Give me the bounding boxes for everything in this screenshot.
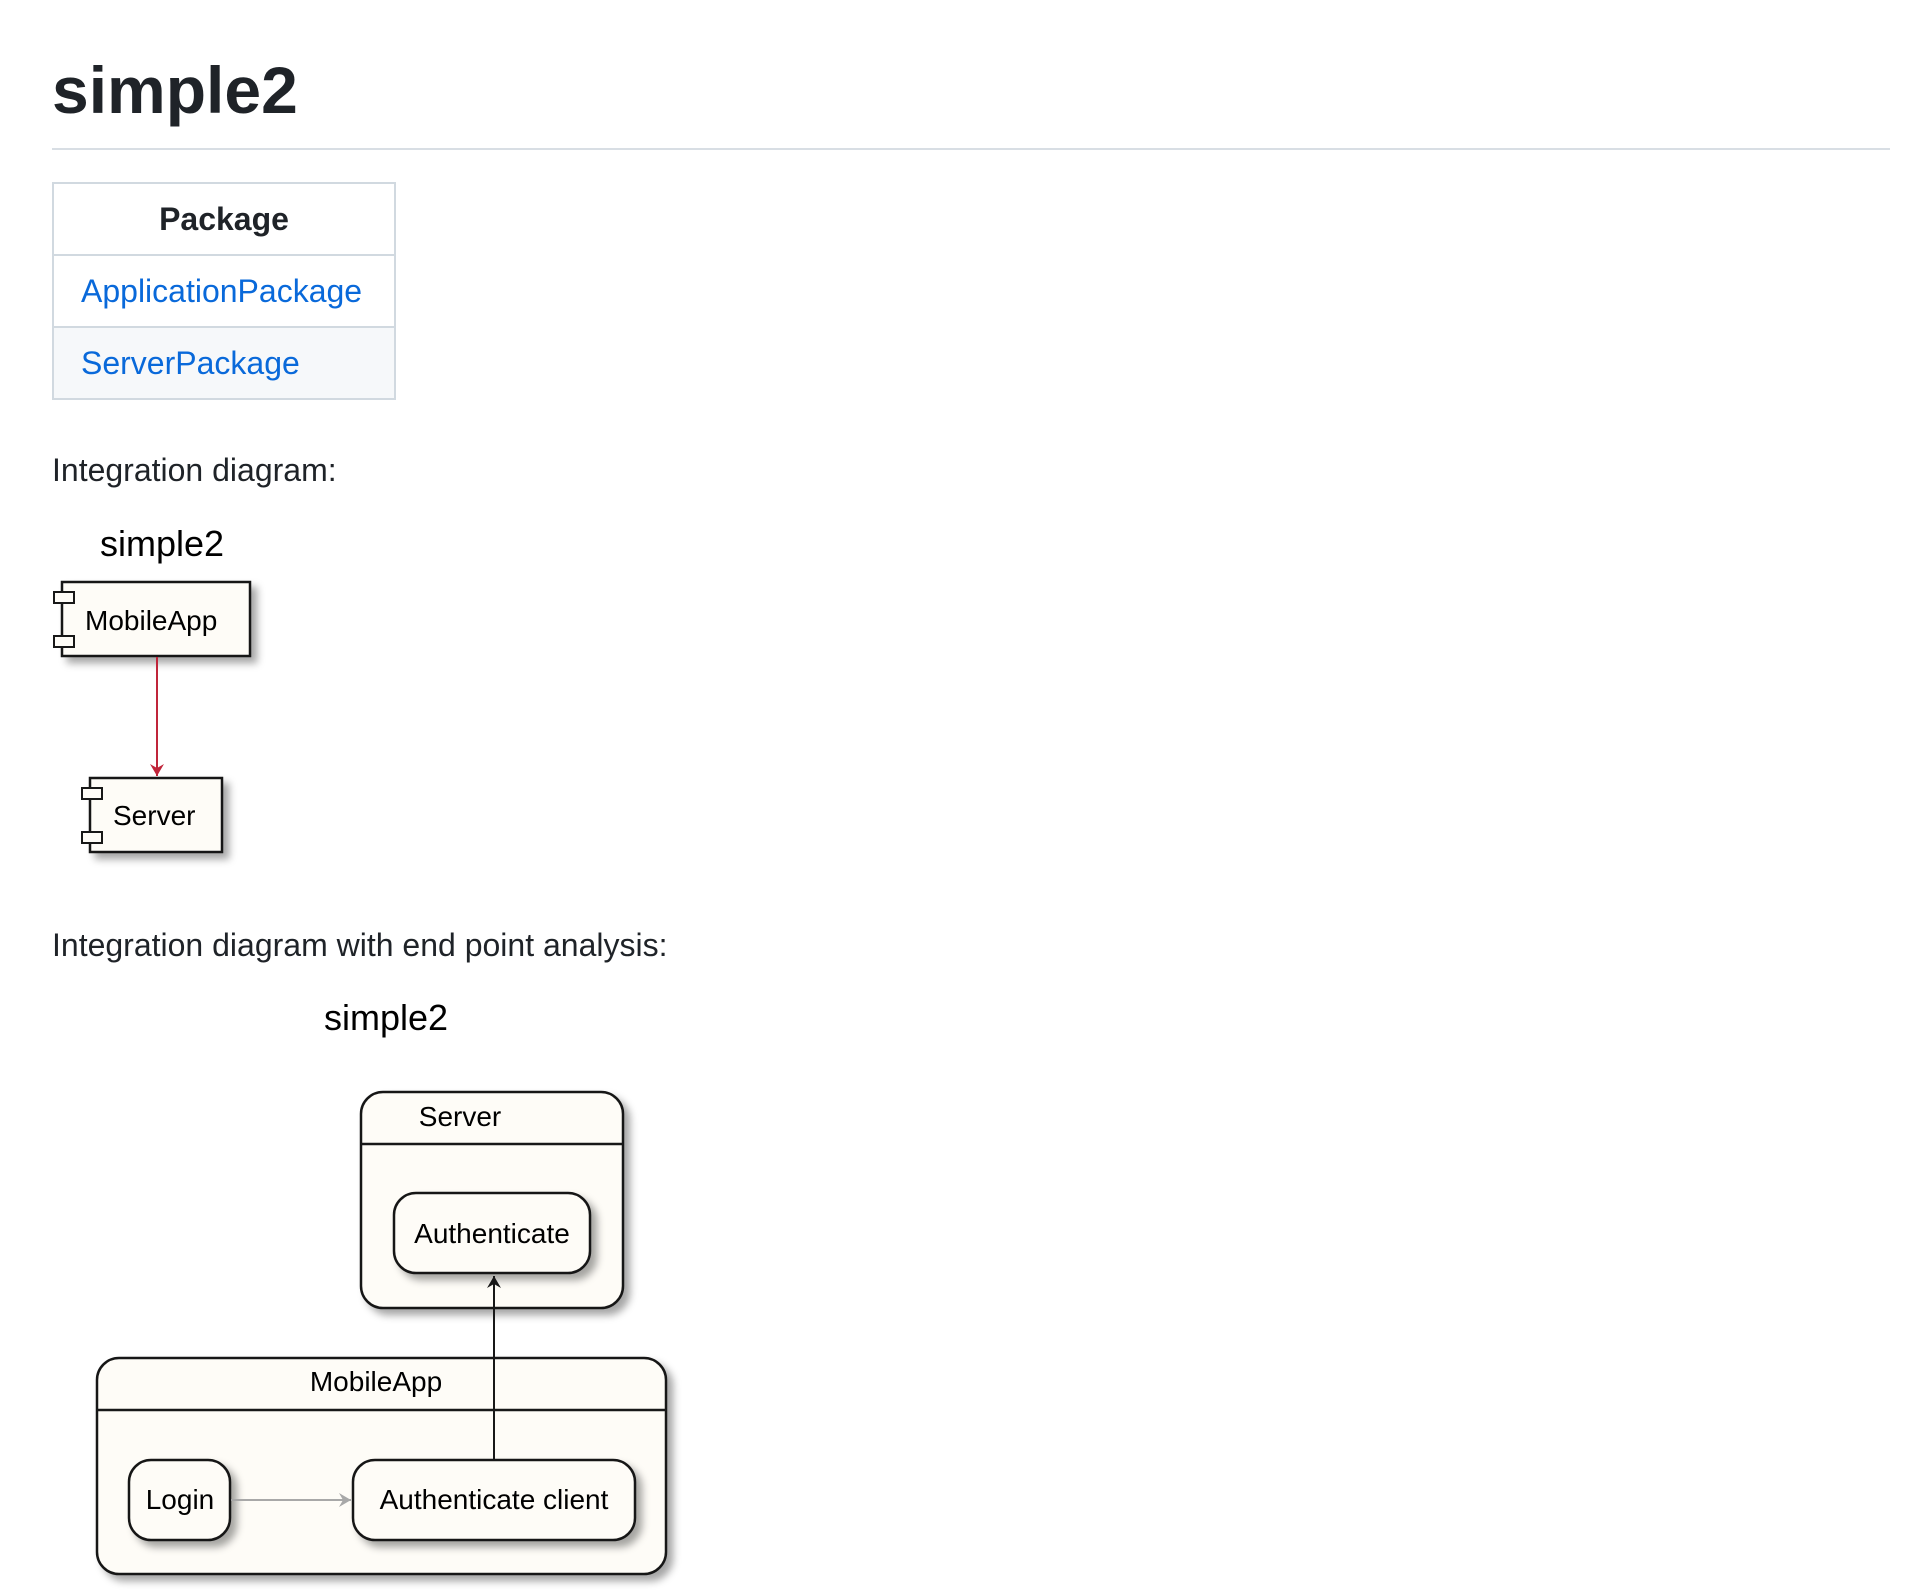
table-header-row: Package xyxy=(52,182,396,256)
diagram2-title: simple2 xyxy=(324,997,448,1038)
state-login: Login xyxy=(127,1458,232,1542)
diagram1-title: simple2 xyxy=(100,523,224,564)
component-port-icon xyxy=(53,591,75,604)
state-group-mobileapp: MobileApp Login Authenticate client xyxy=(95,1356,668,1576)
table-row: ApplicationPackage xyxy=(52,254,396,328)
component-label-server: Server xyxy=(113,800,195,831)
table-row: ServerPackage xyxy=(52,326,396,400)
component-port-icon xyxy=(81,787,103,800)
table-cell: ServerPackage xyxy=(52,326,396,400)
application-package-link[interactable]: ApplicationPackage xyxy=(81,272,363,309)
endpoint-analysis-diagram: simple2 Server Authenticate MobileApp Lo… xyxy=(95,997,668,1576)
server-package-link[interactable]: ServerPackage xyxy=(81,344,300,381)
state-group-server: Server Authenticate xyxy=(359,1090,625,1310)
package-table: Package ApplicationPackage ServerPackage xyxy=(52,182,396,400)
component-label-mobileapp: MobileApp xyxy=(85,605,217,636)
component-port-icon xyxy=(81,831,103,844)
component-server: Server xyxy=(81,776,224,854)
state-authenticate: Authenticate xyxy=(392,1191,592,1275)
page-title: simple2 xyxy=(52,53,298,127)
table-cell: ApplicationPackage xyxy=(52,254,396,328)
title-divider xyxy=(52,148,1890,150)
integration-diagram: simple2 MobileApp Server xyxy=(53,523,252,854)
component-port-icon xyxy=(53,635,75,648)
state-authenticate-client: Authenticate client xyxy=(351,1458,637,1542)
group-label-server: Server xyxy=(419,1101,501,1132)
group-label-mobileapp: MobileApp xyxy=(310,1366,442,1397)
component-mobileapp: MobileApp xyxy=(53,580,252,658)
state-label-authenticate: Authenticate xyxy=(414,1218,570,1249)
package-column-header: Package xyxy=(52,182,396,256)
state-label-authenticate-client: Authenticate client xyxy=(380,1484,609,1515)
integration-diagram-label: Integration diagram: xyxy=(52,452,337,488)
endpoint-diagram-label: Integration diagram with end point analy… xyxy=(52,927,668,963)
state-label-login: Login xyxy=(146,1484,215,1515)
